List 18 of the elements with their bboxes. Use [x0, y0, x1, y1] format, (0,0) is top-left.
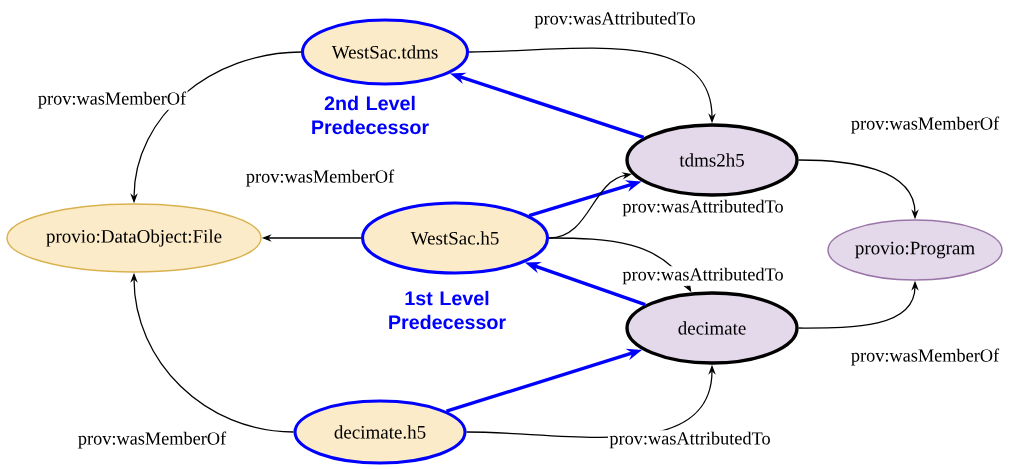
- edge-label: prov:wasAttributedTo: [621, 198, 785, 218]
- ellipse-node: WestSac.h5: [360, 201, 550, 275]
- ellipse-node: tdms2h5: [625, 123, 799, 197]
- edge-label: prov:wasAttributedTo: [533, 10, 697, 30]
- edge-label: prov:wasMemberOf: [76, 430, 228, 450]
- edge-label: prov:wasMemberOf: [36, 90, 188, 110]
- caption-label: 1st Level Predecessor: [389, 290, 506, 330]
- caption-label: 2nd Level Predecessor: [312, 95, 429, 135]
- edge-label: prov:wasMemberOf: [849, 115, 1001, 135]
- edge-label: prov:wasAttributedTo: [608, 430, 772, 450]
- edge-label: prov:wasAttributedTo: [621, 266, 785, 286]
- edge-label: prov:wasMemberOf: [849, 347, 1001, 367]
- ellipse-node: provio:Program: [827, 219, 1003, 281]
- ellipse-node: decimate.h5: [293, 399, 467, 465]
- edge-label: prov:wasMemberOf: [244, 168, 396, 188]
- ellipse-node: provio:DataObject:File: [6, 203, 262, 273]
- ellipse-node: decimate: [625, 291, 799, 365]
- ellipse-node: WestSac.tdms: [300, 18, 470, 86]
